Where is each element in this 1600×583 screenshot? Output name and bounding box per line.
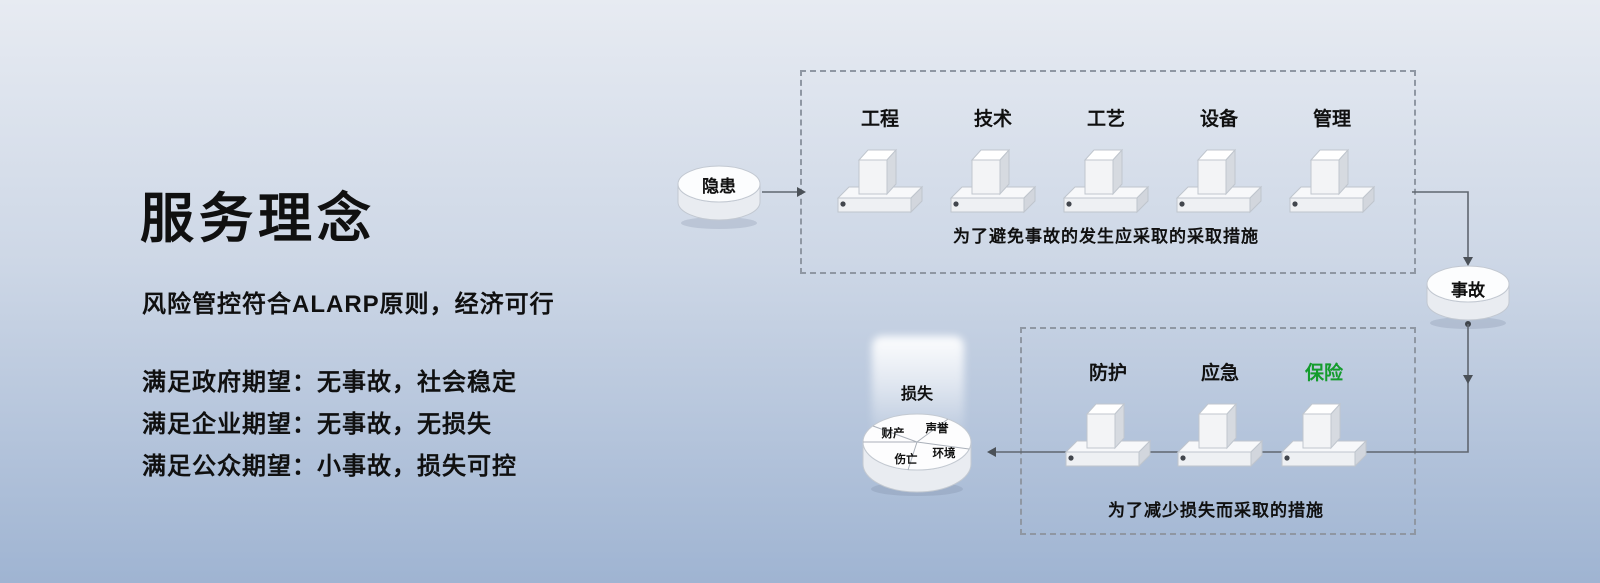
subtitle: 风险管控符合ALARP原则，经济可行 [142, 291, 555, 318]
pie-label-reputation: 声誉 [925, 421, 949, 435]
barrier-block [1065, 403, 1151, 467]
arrow-left-icon [987, 447, 996, 457]
barrier-label-technology: 技术 [973, 109, 1012, 130]
mitigation-box [1020, 327, 1416, 535]
barrier-label-management: 管理 [1312, 109, 1351, 130]
barrier-block [1177, 403, 1263, 467]
prevention-box [800, 70, 1416, 274]
pie-slice-lines [863, 418, 970, 471]
pie-label-environment: 环境 [933, 446, 956, 460]
arrow-down-icon [1463, 257, 1473, 266]
expectation-list: 满足政府期望：无事故，社会稳定 满足企业期望：无事故，无损失 满足公众期望：小事… [142, 362, 517, 488]
page-title: 服务理念 [140, 189, 376, 249]
pie-label-casualty: 伤亡 [894, 452, 918, 466]
barrier-label-insurance: 保险 [1304, 363, 1343, 384]
accident-label: 事故 [1451, 281, 1485, 300]
mitigation-caption: 为了减少损失而采取的措施 [1108, 501, 1324, 520]
barrier-label-engineering: 工程 [860, 109, 899, 130]
barrier-label-equipment: 设备 [1199, 109, 1238, 130]
barrier-block [1063, 149, 1149, 213]
hazard-label: 隐患 [702, 177, 736, 196]
barrier-label-protection: 防护 [1088, 363, 1127, 384]
barrier-block [1289, 149, 1375, 213]
loss-pie-cylinder: 财产 声誉 伤亡 环境 [862, 413, 972, 493]
expectation-public: 满足公众期望：小事故，损失可控 [142, 453, 517, 480]
barrier-block [950, 149, 1036, 213]
barrier-block [1281, 403, 1367, 467]
loss-label: 损失 [900, 386, 933, 403]
barrier-label-process: 工艺 [1086, 109, 1125, 130]
prevention-caption: 为了避免事故的发生应采取的采取措施 [953, 227, 1259, 246]
arrow-right-icon [797, 187, 806, 197]
expectation-government: 满足政府期望：无事故，社会稳定 [142, 369, 517, 396]
pie-label-property: 财产 [881, 426, 905, 440]
arrow-down-icon [1463, 375, 1473, 384]
expectation-enterprise: 满足企业期望：无事故，无损失 [142, 411, 492, 438]
barrier-block [837, 149, 923, 213]
barrier-block [1176, 149, 1262, 213]
barrier-label-emergency: 应急 [1200, 363, 1239, 384]
